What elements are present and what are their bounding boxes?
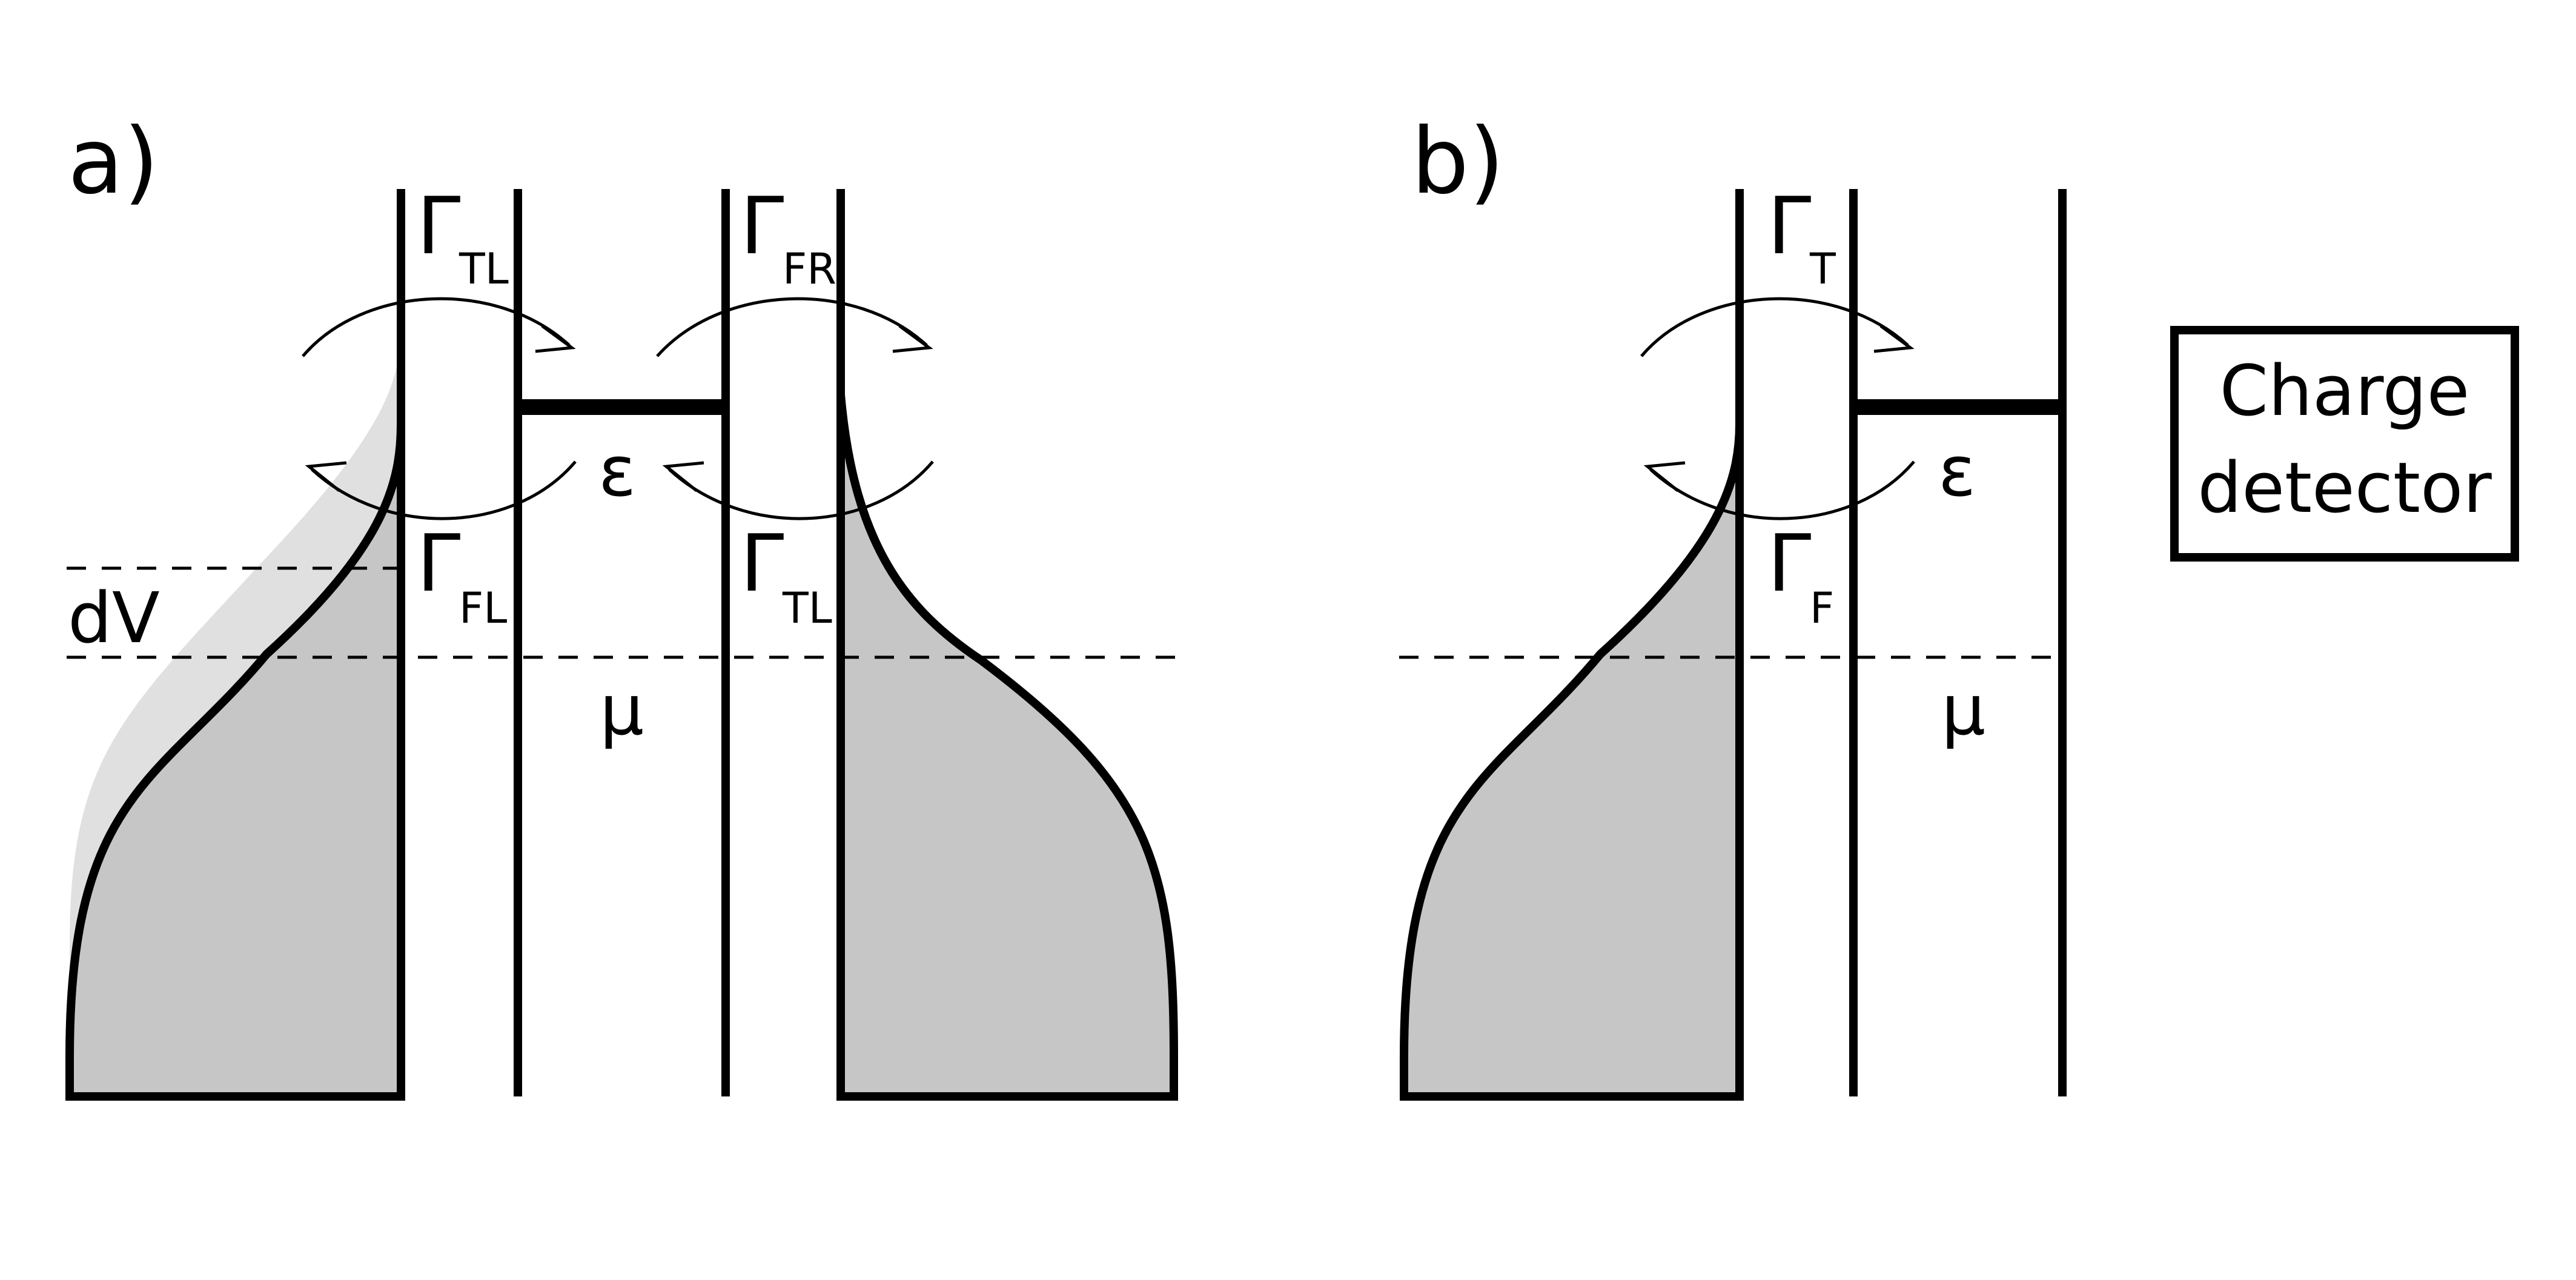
energy-level-label: ε xyxy=(1938,431,1976,512)
arrow-lead-to-dot-head xyxy=(1873,324,1915,353)
arrow-dot-to-lead xyxy=(1649,460,1915,520)
panel-a: a) Γ TL Γ FR xyxy=(65,109,1181,1101)
lead-distribution xyxy=(1400,423,1744,1101)
gamma-subscript: TL xyxy=(459,244,509,294)
arrow-right-lead-to-dot-head xyxy=(662,461,704,492)
chemical-potential-label: μ xyxy=(1941,670,1985,751)
arrow-left-lead-to-dot-head xyxy=(535,324,576,353)
left-lead-distribution xyxy=(65,423,405,1101)
rate-label-gamma-tl-top: Γ TL xyxy=(417,180,509,294)
panel-a-label: a) xyxy=(68,109,159,214)
gamma-symbol: Γ xyxy=(1767,517,1811,609)
arrow-dot-to-right-lead-head xyxy=(892,324,933,353)
gamma-subscript: FR xyxy=(783,244,836,294)
gamma-symbol: Γ xyxy=(740,180,784,272)
rate-label-gamma-fr: Γ FR xyxy=(740,180,836,294)
arrow-dot-to-lead-head xyxy=(1643,461,1686,492)
arrow-dot-to-left-lead-head xyxy=(305,461,347,492)
chemical-potential-label: μ xyxy=(600,670,644,751)
arrow-left-lead-to-dot xyxy=(302,297,571,357)
charge-detector-line2: detector xyxy=(2197,448,2492,529)
panel-b: b) Γ T Γ F ε μ Charge detector xyxy=(1399,109,2519,1101)
charge-detector-line1: Charge xyxy=(2220,351,2470,432)
charge-detector-frame xyxy=(2170,326,2519,562)
panel-b-label: b) xyxy=(1411,109,1505,214)
gamma-subscript: TL xyxy=(782,583,832,633)
right-lead-distribution xyxy=(836,394,1178,1101)
arrow-dot-to-left-lead xyxy=(311,460,577,520)
gamma-symbol: Γ xyxy=(417,180,460,272)
charge-detector-box: Charge detector xyxy=(2170,326,2519,562)
arrow-right-lead-to-dot xyxy=(668,460,934,520)
gamma-symbol: Γ xyxy=(417,517,460,609)
gamma-symbol: Γ xyxy=(1767,180,1811,272)
rate-label-gamma-t: Γ T xyxy=(1767,180,1836,294)
gamma-subscript: FL xyxy=(459,583,507,633)
bias-label: dV xyxy=(68,578,160,659)
rate-label-gamma-tl-bottom: Γ TL xyxy=(740,517,832,633)
gamma-subscript: F xyxy=(1810,583,1834,633)
gamma-subscript: T xyxy=(1809,244,1836,294)
rate-label-gamma-f: Γ F xyxy=(1767,517,1834,633)
arrow-lead-to-dot xyxy=(1640,297,1909,357)
energy-level-label: ε xyxy=(598,431,636,512)
rate-label-gamma-fl: Γ FL xyxy=(417,517,507,633)
gamma-symbol: Γ xyxy=(740,517,784,609)
arrow-dot-to-right-lead xyxy=(656,297,928,357)
